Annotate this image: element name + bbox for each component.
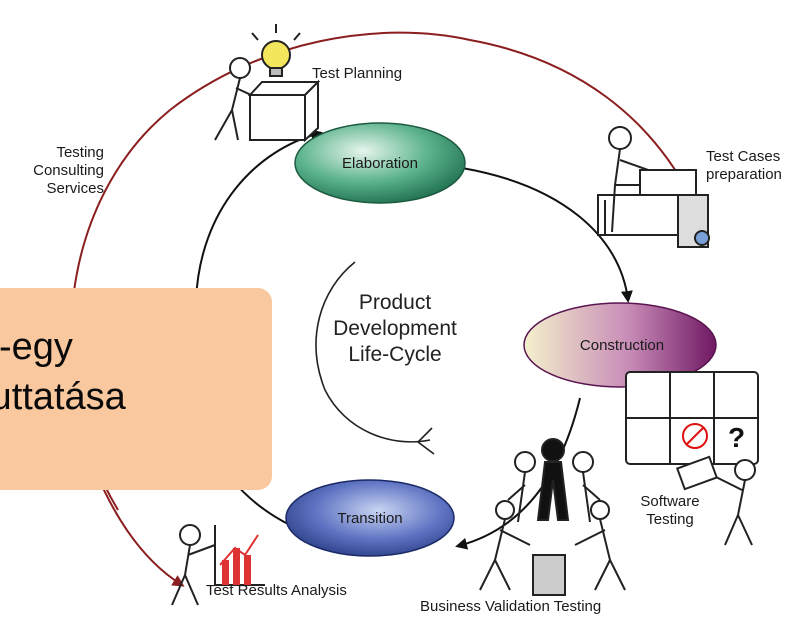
test-cases-label: Test Cases preparation <box>706 148 782 184</box>
svg-text:?: ? <box>728 422 745 453</box>
callout-text: y-egy futtatása <box>0 322 280 422</box>
software-testing-label-line1: Software <box>640 493 700 510</box>
test-cases-label-line1: Test Cases <box>706 148 781 165</box>
phase-transition: Transition <box>285 479 455 557</box>
test-results-illustration <box>171 524 265 606</box>
center-label-line2: Development <box>333 317 457 340</box>
software-testing-label: Software Testing <box>630 493 710 529</box>
center-cycle-arrow <box>315 261 435 455</box>
test-planning-label: Test Planning <box>312 65 403 82</box>
center-label-line3: Life-Cycle <box>348 343 442 366</box>
callout-line2: futtatása <box>0 376 126 418</box>
phase-construction: Construction <box>523 302 717 388</box>
software-testing-label-line2: Testing <box>646 511 694 528</box>
consulting-label-line3: Services <box>46 180 104 197</box>
business-validation-illustration <box>479 438 626 596</box>
test-cases-illustration <box>597 126 710 248</box>
center-lifecycle-label: Product Development Life-Cycle <box>300 290 490 368</box>
phase-elaboration: Elaboration <box>294 122 466 204</box>
test-cases-label-line2: preparation <box>706 166 782 183</box>
callout-line1: y-egy <box>0 326 73 368</box>
phase-elaboration-label: Elaboration <box>342 155 418 172</box>
center-label-line1: Product <box>358 291 432 314</box>
consulting-label-line1: Testing <box>56 144 104 161</box>
callout-box: y-egy futtatása <box>0 288 272 490</box>
software-testing-illustration: ? <box>625 371 759 546</box>
test-planning-illustration <box>214 24 321 143</box>
phase-transition-label: Transition <box>337 510 402 527</box>
consulting-label-line2: Consulting <box>33 162 104 179</box>
test-results-label: Test Results Analysis <box>206 582 347 599</box>
consulting-services-label: Testing Consulting Services <box>32 144 104 198</box>
business-validation-label: Business Validation Testing <box>420 598 602 615</box>
phase-construction-label: Construction <box>580 337 664 354</box>
